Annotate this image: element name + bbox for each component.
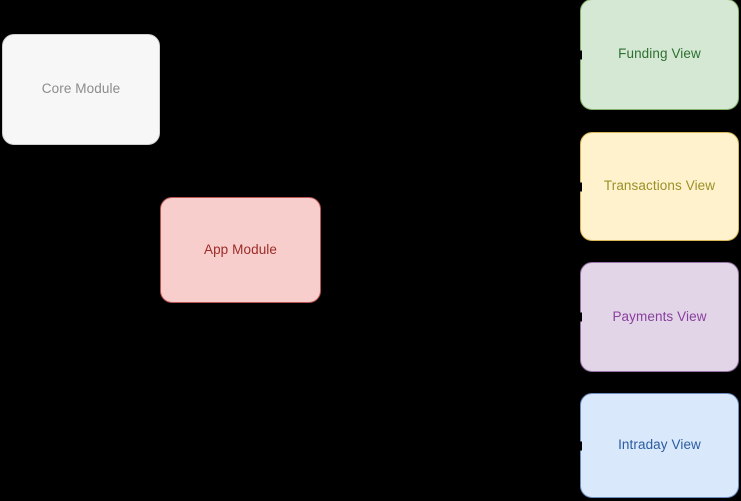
connector-stub-payments-view — [579, 312, 582, 322]
node-label-intraday-view: Intraday View — [618, 437, 701, 453]
node-label-payments-view: Payments View — [612, 308, 707, 324]
node-label-core-module: Core Module — [41, 81, 121, 97]
node-intraday-view[interactable]: Intraday View — [579, 393, 739, 498]
node-core-module[interactable]: Core Module — [2, 34, 160, 145]
node-label-funding-view: Funding View — [618, 46, 701, 62]
node-label-app-module: App Module — [203, 241, 278, 257]
connector-stub-intraday-view — [579, 441, 582, 450]
connector-stub-transactions-view — [579, 182, 582, 191]
node-transactions-view[interactable]: Transactions View — [579, 132, 739, 241]
node-app-module[interactable]: App Module — [160, 197, 321, 303]
node-funding-view[interactable]: Funding View — [579, 0, 739, 110]
node-label-transactions-view: Transactions View — [603, 178, 716, 194]
node-payments-view[interactable]: Payments View — [579, 262, 739, 372]
connector-stub-funding-view — [579, 50, 582, 59]
